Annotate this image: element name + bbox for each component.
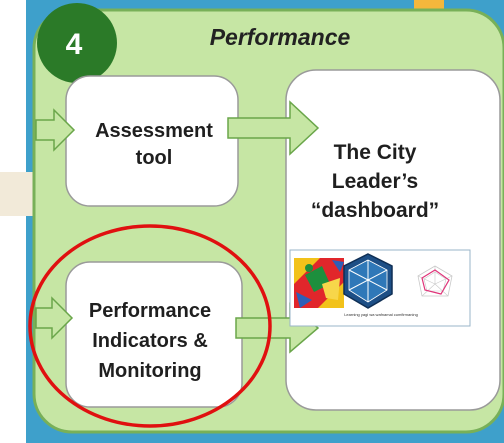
incoming-arrow-top	[35, 108, 76, 152]
dashboard-image	[289, 249, 471, 327]
assessment-tool-line-1: Assessment	[95, 120, 213, 142]
arrow-assessment-to-dashboard	[227, 100, 320, 156]
assessment-tool-label: Assessment tool	[70, 118, 238, 172]
dashboard-line-1: The City	[333, 141, 417, 164]
panel-title: Performance	[209, 24, 351, 50]
performance-indicators-label: Performance Indicators & Monitoring	[62, 296, 238, 386]
assessment-tool-box	[65, 75, 239, 207]
performance-indicators-line-1: Performance	[88, 300, 212, 322]
highlight-circle	[28, 224, 272, 428]
dashboard-label: The City Leader’s “dashboard”	[290, 138, 460, 225]
step-number: 4	[66, 28, 83, 61]
dashboard-line-2: Leader’s	[331, 170, 419, 193]
mosaic-square-icon	[294, 258, 344, 308]
dashboard-box	[285, 69, 501, 411]
dashboard-line-3: “dashboard”	[310, 199, 440, 222]
performance-indicators-line-3: Monitoring	[98, 360, 202, 382]
radar-chart-icon	[417, 265, 453, 297]
dashboard-image-caption: Learning yagi wa wafnamal cumfirmaning	[344, 312, 418, 317]
incoming-arrow-bottom	[35, 296, 74, 340]
hexagon-icon	[343, 253, 393, 309]
assessment-tool-line-2: tool	[135, 147, 173, 169]
step-number-badge: 4	[37, 3, 117, 83]
performance-indicators-line-2: Indicators &	[92, 330, 208, 352]
